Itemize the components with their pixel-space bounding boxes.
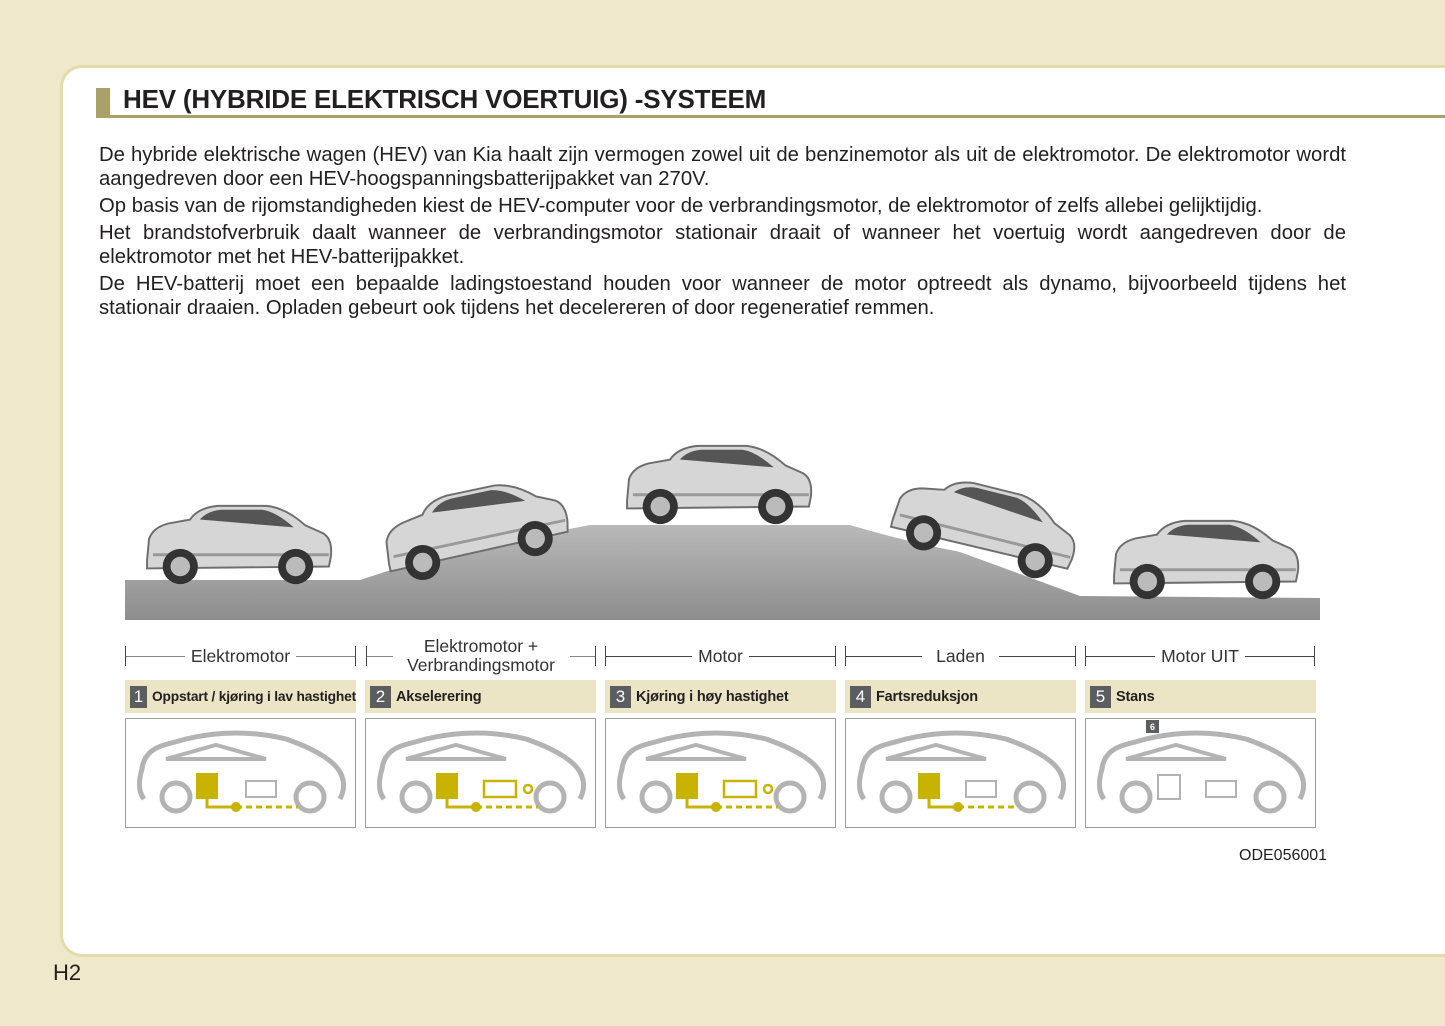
hill-shape: [125, 525, 1320, 620]
diagram-acceleration: [365, 718, 596, 828]
phase-engine-off: Motor UIT: [1085, 636, 1315, 676]
engine-icon: [482, 779, 518, 799]
badge-number: 6: [1150, 722, 1155, 732]
paragraph: Op basis van de rijomstandigheden kiest …: [99, 195, 1263, 217]
phase-charging: Laden: [845, 636, 1076, 676]
engine-icon: [722, 779, 758, 799]
engine-icon: [1205, 780, 1237, 798]
engine-icon: [965, 780, 997, 798]
battery-icon: [436, 773, 458, 799]
diagram-high-speed: [605, 718, 836, 828]
car-1: [145, 504, 333, 586]
badge-box: [1146, 720, 1159, 733]
car-5: [1112, 519, 1300, 601]
diagram-electric-drive: [125, 718, 356, 828]
car-3: [625, 444, 813, 526]
diagram-stop: 6: [1085, 718, 1316, 828]
figure-code: ODE056001: [1239, 847, 1328, 864]
engine-icon: [245, 780, 277, 798]
diagram-deceleration: [845, 718, 1076, 828]
phase-electric-motor: Elektromotor: [125, 636, 356, 676]
battery-icon: [676, 773, 698, 799]
page-title: HEV (HYBRIDE ELEKTRISCH VOERTUIG) -SYSTE…: [123, 84, 767, 114]
phase-engine: Motor: [605, 636, 836, 676]
paragraph: De hybride elektrische wagen (HEV) van K…: [99, 144, 1346, 190]
battery-icon: [1157, 774, 1181, 800]
title-underline: [96, 115, 1445, 118]
title-marker: [96, 88, 110, 118]
body-text: De hybride elektrische wagen (HEV) van K…: [99, 143, 1346, 323]
battery-icon: [918, 773, 940, 799]
page-number: H2: [53, 960, 82, 985]
phase-electric-plus-combustion: Elektromotor + Verbrandingsmotor: [366, 636, 596, 676]
paragraph: Het brandstofverbruik daalt wanneer de v…: [99, 222, 1346, 268]
battery-icon: [196, 773, 218, 799]
paragraph: De HEV-batterij moet een bepaalde lading…: [99, 273, 1346, 319]
